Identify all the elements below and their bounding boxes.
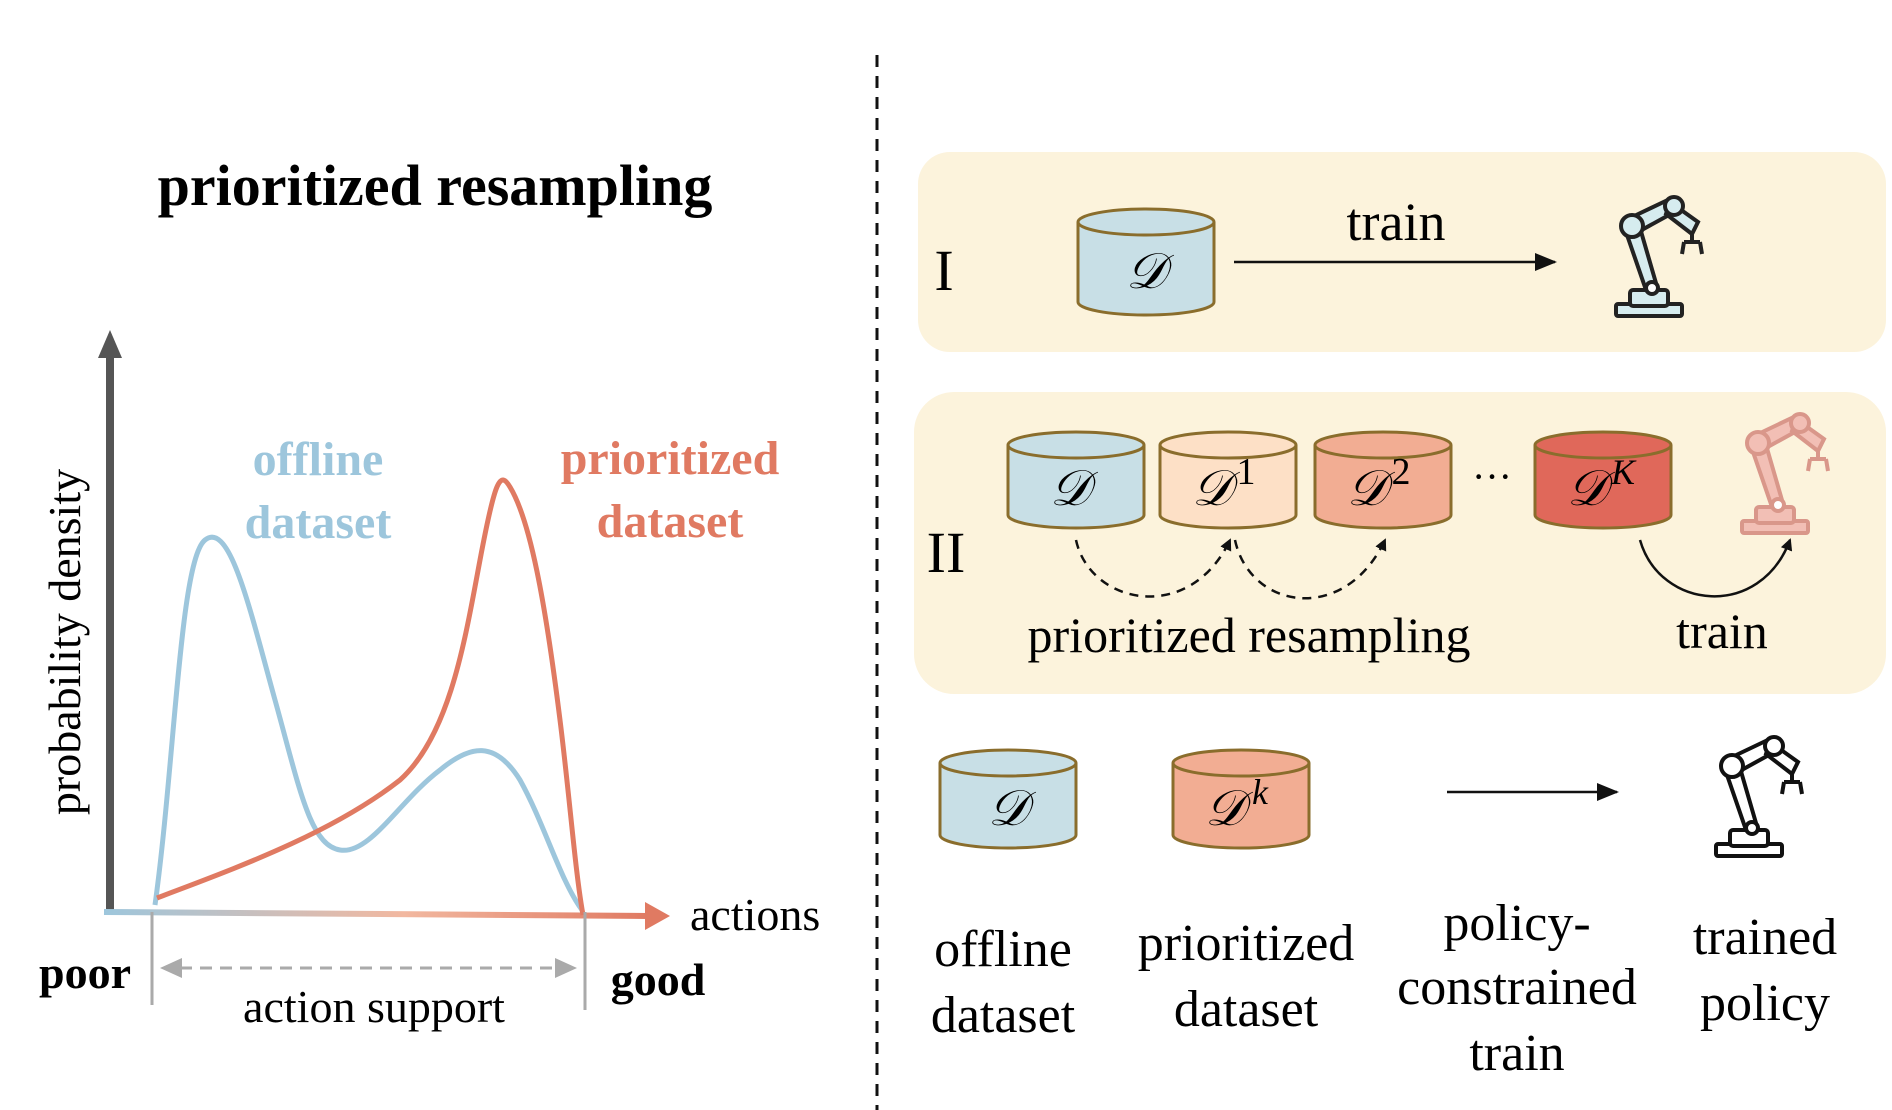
- legend-prioritized-line2: dataset: [1174, 981, 1319, 1038]
- good-label: good: [611, 954, 706, 1005]
- legend-prioritized-line1: prioritized: [1138, 915, 1355, 972]
- support-arrowhead-left: [160, 958, 182, 978]
- dataset-cylinder-D: 𝒟: [1006, 430, 1146, 530]
- dataset-superscript: 2: [1392, 451, 1411, 493]
- y-axis-label: probability density: [39, 469, 90, 815]
- legend-offline-line1: offline: [934, 921, 1072, 978]
- y-axis-arrowhead: [98, 330, 122, 358]
- offline-dataset-curve: [152, 534, 585, 912]
- dataset-cylinder-DK: 𝒟 K: [1533, 430, 1673, 530]
- offline-label-line2: dataset: [245, 496, 392, 549]
- panel-I: I 𝒟 train: [918, 152, 1886, 352]
- panel-II-roman: II: [927, 520, 966, 585]
- dataset-cylinder-D1: 𝒟 1: [1158, 430, 1298, 530]
- robot-arm-icon: [1614, 195, 1704, 318]
- poor-label: poor: [39, 947, 131, 998]
- legend-policy-line1: trained: [1693, 909, 1837, 966]
- robot-arm-icon: [1714, 735, 1804, 858]
- prioritized-dataset-curve: [156, 477, 586, 916]
- legend-policy-line2: policy: [1700, 975, 1830, 1032]
- dataset-superscript: 1: [1237, 451, 1256, 493]
- legend-prioritized-dataset-cylinder: 𝒟 k: [1171, 748, 1311, 850]
- dataset-superscript: k: [1252, 772, 1269, 812]
- offline-label-line1: offline: [253, 433, 384, 486]
- panel-II: II 𝒟 𝒟 1 𝒟 2 ··· 𝒟 K: [914, 392, 1886, 694]
- panel-I-roman: I: [934, 238, 953, 303]
- x-axis-arrowhead: [645, 902, 670, 930]
- x-axis-label: actions: [690, 889, 820, 940]
- resample-label: prioritized resampling: [1028, 607, 1471, 663]
- ellipsis: ···: [1472, 454, 1512, 499]
- x-axis: [103, 909, 649, 919]
- legend-train-line3: train: [1469, 1025, 1564, 1082]
- dataset-cylinder-D2: 𝒟 2: [1313, 430, 1453, 530]
- panel-II-train-label: train: [1676, 603, 1768, 659]
- dataset-superscript: K: [1610, 452, 1637, 492]
- support-label: action support: [243, 981, 505, 1032]
- legend-offline-dataset-cylinder: 𝒟: [938, 748, 1078, 850]
- dataset-cylinder: 𝒟: [1076, 207, 1216, 317]
- plot-title: prioritized resampling: [158, 153, 713, 218]
- train-arrow-curved: [1638, 538, 1793, 598]
- prioritized-label-line2: dataset: [597, 495, 744, 548]
- legend-train-line2: constrained: [1397, 959, 1637, 1016]
- prioritized-label-line1: prioritized: [561, 432, 780, 485]
- support-arrowhead-right: [555, 958, 577, 978]
- panel-I-background: [918, 152, 1886, 352]
- resample-arrow-1: [1074, 538, 1232, 598]
- distribution-plot: prioritized resampling probability densi…: [39, 153, 820, 1032]
- legend: 𝒟 𝒟 k offline dataset prioritized datase…: [931, 735, 1837, 1082]
- robot-arm-icon: [1740, 412, 1830, 535]
- legend-train-line1: policy-: [1443, 895, 1590, 952]
- legend-offline-line2: dataset: [931, 987, 1076, 1044]
- train-label: train: [1347, 192, 1446, 252]
